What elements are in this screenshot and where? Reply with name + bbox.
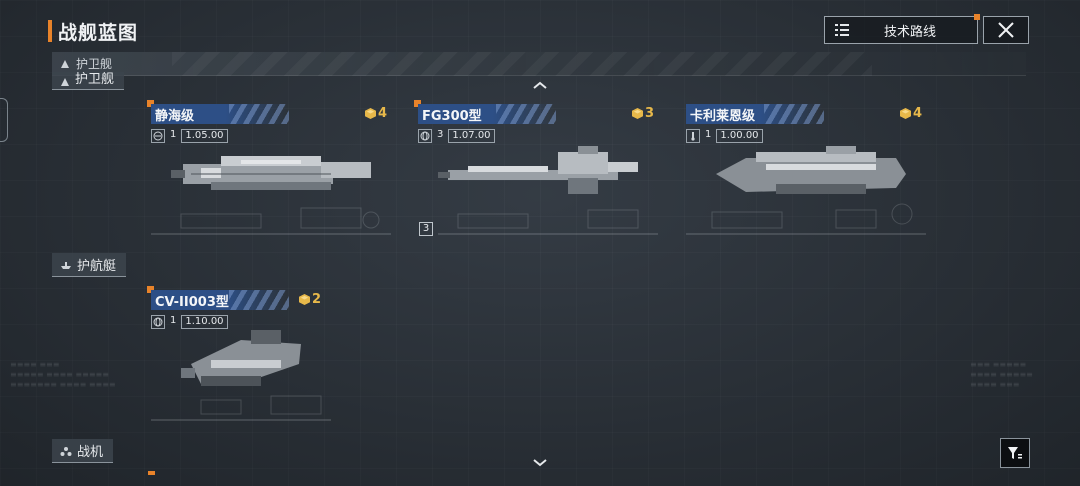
card-corner-marker (147, 286, 154, 293)
card-corner-marker (414, 100, 421, 107)
background-decor-right: ≡≡≡ ≡≡≡≡≡≡≡≡≡ ≡≡≡≡≡≡≡≡≡ ≡≡≡ (970, 360, 1033, 389)
stat-value: 1.00.00 (716, 129, 763, 143)
blueprint-outline (151, 207, 391, 235)
current-section-bar[interactable]: 护卫舰 (52, 52, 1026, 76)
ship-tier: 3 (632, 106, 654, 121)
ship-model-image (171, 156, 371, 190)
ship-name-band: CV-II003型 (151, 290, 289, 310)
notification-dot (974, 14, 980, 20)
boat-icon (61, 261, 71, 269)
ship-card[interactable]: FG300型 3 3 1.07.00 (414, 100, 658, 240)
ship-model-image (181, 330, 301, 386)
cube-icon (365, 108, 376, 119)
title-accent (48, 20, 52, 42)
card-corner-marker (147, 100, 154, 107)
cube-icon (299, 294, 310, 305)
page-header: 战舰蓝图 (48, 16, 138, 46)
ship-stat: 1 1.10.00 (151, 314, 228, 330)
ship-name-band: FG300型 (418, 104, 556, 124)
ship-card[interactable]: 静海级 4 1 1.05.00 (147, 100, 391, 240)
ship-name: 静海级 (155, 108, 195, 124)
list-icon (835, 24, 849, 36)
stat-value: 1.10.00 (181, 315, 228, 329)
ship-stat: 1 1.00.00 (686, 128, 763, 144)
close-button[interactable] (983, 16, 1029, 44)
stat-level: 3 (437, 129, 444, 140)
ship-model-image (438, 146, 638, 194)
category-label: 护卫舰 (75, 72, 115, 87)
ship-card[interactable]: CV-II003型 2 1 1.10.00 (147, 286, 391, 426)
stat-level: 1 (170, 315, 177, 326)
cube-icon (900, 108, 911, 119)
chevron-down-icon[interactable] (532, 458, 548, 468)
fighter-icon (60, 446, 72, 456)
ship-tier: 4 (900, 106, 922, 121)
page-title: 战舰蓝图 (58, 21, 139, 44)
category-frigate[interactable]: 护卫舰 (52, 72, 125, 90)
tier-value: 3 (645, 106, 655, 121)
category-escort-boat[interactable]: 护航艇 (52, 253, 127, 277)
globe-icon (151, 315, 165, 329)
tier-value: 2 (312, 292, 322, 307)
category-label: 护航艇 (77, 259, 117, 274)
engine-icon (151, 129, 165, 143)
category-fighter[interactable]: 战机 (52, 439, 114, 463)
blueprint-outline (151, 395, 331, 421)
filter-icon (1008, 447, 1022, 459)
ship-name: CV-II003型 (155, 294, 229, 310)
chevron-up-icon[interactable] (532, 80, 548, 90)
stat-level: 1 (170, 129, 177, 140)
stat-value: 1.07.00 (448, 129, 495, 143)
filter-button[interactable] (1000, 438, 1030, 468)
ship-tier: 4 (365, 106, 387, 121)
ship-stat: 3 1.07.00 (418, 128, 495, 144)
blueprint-outline (438, 209, 658, 235)
blueprint-outline (686, 203, 926, 235)
current-section-label: 护卫舰 (76, 57, 113, 71)
close-icon (998, 22, 1014, 38)
frigate-icon (61, 59, 69, 68)
ship-name-band: 静海级 (151, 104, 289, 124)
side-drawer-handle[interactable] (0, 98, 8, 142)
category-label: 战机 (77, 445, 104, 460)
tech-route-label: 技术路线 (883, 24, 936, 40)
band-stripes (229, 290, 289, 310)
ship-stat: 1 1.05.00 (151, 128, 228, 144)
thermometer-icon (686, 129, 700, 143)
ship-card[interactable]: 卡利莱恩级 4 1 1.00.00 (686, 104, 926, 240)
cube-icon (632, 108, 643, 119)
stat-value: 1.05.00 (181, 129, 228, 143)
band-stripes (229, 104, 289, 124)
stat-level: 1 (705, 129, 712, 140)
next-card-marker (148, 471, 155, 475)
band-stripes (496, 104, 556, 124)
tier-value: 4 (378, 106, 388, 121)
frigate-icon (61, 78, 69, 86)
globe-icon (418, 129, 432, 143)
count-badge: 3 (419, 222, 433, 236)
ship-name: 卡利莱恩级 (690, 108, 756, 124)
band-stripes (764, 104, 824, 124)
tech-route-button[interactable]: 技术路线 (824, 14, 980, 44)
ship-name-band: 卡利莱恩级 (686, 104, 824, 124)
ship-model-image (716, 146, 906, 194)
ship-tier: 2 (299, 292, 321, 307)
ship-name: FG300型 (422, 108, 482, 124)
tier-value: 4 (913, 106, 923, 121)
section-bar-stripes (172, 52, 872, 76)
background-decor: ≡≡≡≡ ≡≡≡≡≡≡≡≡ ≡≡≡≡ ≡≡≡≡≡≡≡≡≡≡≡≡ ≡≡≡≡ ≡≡≡… (10, 360, 116, 389)
